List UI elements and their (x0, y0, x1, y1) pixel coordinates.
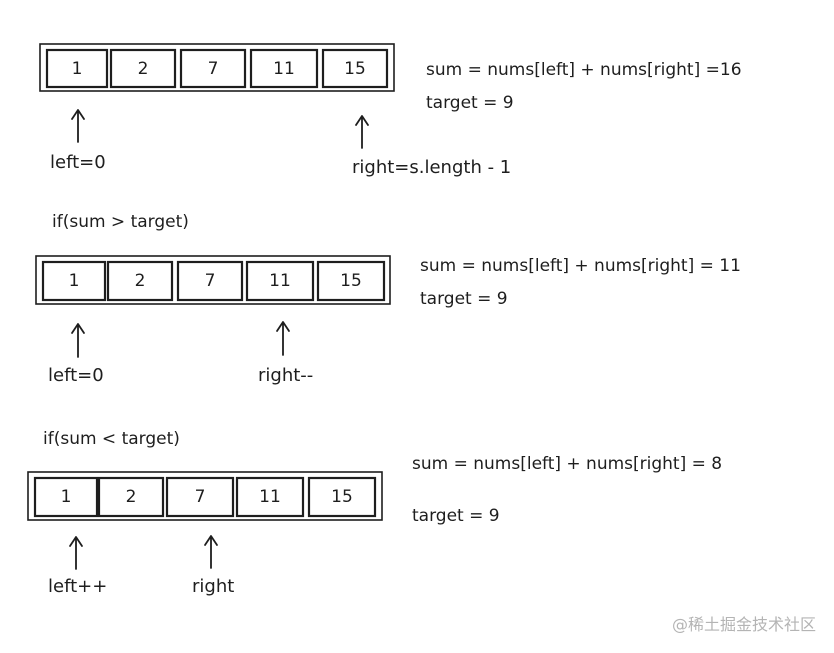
row-1: 1 2 7 11 15 sum = nums[left] + nums[righ… (39, 43, 742, 178)
array-cells: 1 2 7 11 15 (45, 48, 389, 89)
cell-value: 11 (269, 271, 291, 291)
left-pointer-label: left++ (48, 576, 107, 597)
cell-value: 15 (340, 271, 362, 291)
array-cell (235, 476, 305, 518)
array-cell (316, 260, 386, 302)
cell-value: 2 (138, 59, 149, 79)
left-pointer-label: left=0 (48, 365, 104, 386)
cell-value: 2 (126, 487, 137, 507)
row-3: if(sum < target) 1 2 7 11 15 sum = nums[… (27, 429, 722, 597)
cell-value: 1 (69, 271, 80, 291)
array-cell (179, 48, 247, 89)
target-label: target = 9 (412, 506, 500, 526)
left-pointer-arrow-icon (69, 536, 83, 570)
target-label: target = 9 (420, 289, 508, 309)
array-cell (97, 476, 165, 518)
array-cell (33, 476, 99, 518)
right-pointer-arrow-icon (204, 535, 218, 569)
array-box (27, 471, 383, 521)
row-2: if(sum > target) 1 2 7 11 15 sum = nums[… (35, 212, 741, 386)
cell-value: 1 (72, 59, 83, 79)
sum-formula: sum = nums[left] + nums[right] =16 (426, 60, 742, 80)
cell-value: 11 (273, 59, 295, 79)
left-pointer-arrow-icon (71, 323, 85, 358)
cell-value: 7 (205, 271, 216, 291)
array-cell (307, 476, 377, 518)
array-cell (106, 260, 174, 302)
array-cell (249, 48, 319, 89)
array-cell (45, 48, 109, 89)
right-pointer-label: right (192, 576, 234, 597)
array-cell (245, 260, 315, 302)
sum-formula: sum = nums[left] + nums[right] = 8 (412, 454, 722, 474)
array-cell (165, 476, 235, 518)
cell-value: 7 (208, 59, 219, 79)
array-cells: 1 2 7 11 15 (41, 260, 386, 302)
right-pointer-arrow-icon (355, 115, 369, 149)
array-cell (321, 48, 389, 89)
cell-value: 15 (344, 59, 366, 79)
target-label: target = 9 (426, 93, 514, 113)
right-pointer-arrow-icon (276, 321, 290, 356)
watermark: @稀土掘金技术社区 (671, 615, 816, 634)
array-box (35, 255, 391, 305)
array-cell (176, 260, 244, 302)
cell-value: 7 (195, 487, 206, 507)
right-pointer-label: right=s.length - 1 (352, 157, 511, 178)
array-box (39, 43, 395, 92)
array-cell (41, 260, 107, 302)
left-pointer-arrow-icon (71, 109, 85, 143)
left-pointer-label: left=0 (50, 152, 106, 173)
sum-formula: sum = nums[left] + nums[right] = 11 (420, 256, 741, 276)
condition-label: if(sum > target) (52, 212, 189, 232)
cell-value: 2 (135, 271, 146, 291)
cell-value: 1 (61, 487, 72, 507)
cell-value: 11 (259, 487, 281, 507)
condition-label: if(sum < target) (43, 429, 180, 449)
right-pointer-label: right-- (258, 365, 313, 386)
array-cells: 1 2 7 11 15 (33, 476, 377, 518)
cell-value: 15 (331, 487, 353, 507)
array-cell (109, 48, 177, 89)
